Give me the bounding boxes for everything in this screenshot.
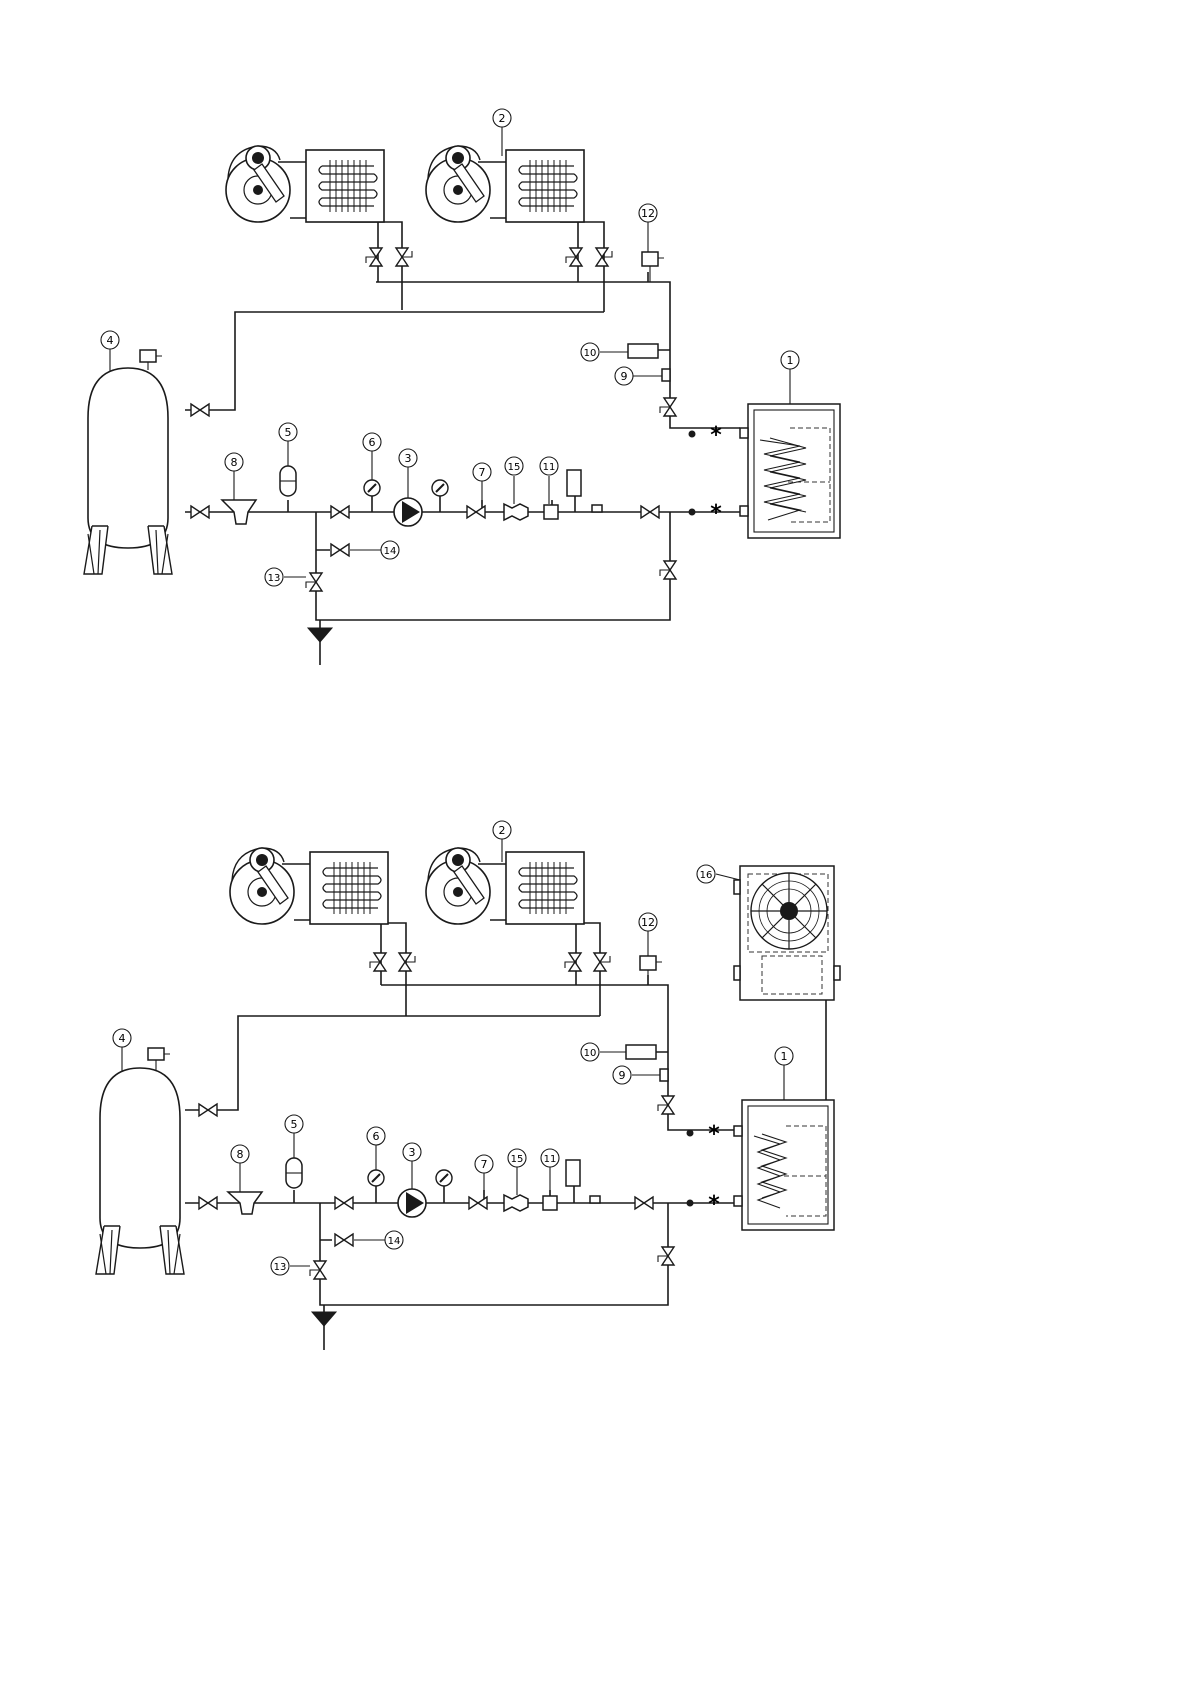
bypass-valve [660, 561, 676, 579]
fancoil-valve [396, 248, 412, 266]
label-fill-valve: 14 [388, 1236, 401, 1247]
fan-coil-unit-1 [230, 848, 388, 924]
fan-coil-unit-2 [426, 146, 584, 222]
return-valve [658, 1096, 674, 1114]
pump [398, 1189, 426, 1217]
tank-outlet-valve [191, 506, 209, 518]
thermostat-box [566, 1160, 580, 1186]
thermostat-sensor [543, 1196, 557, 1210]
tank-outlet-valve [199, 1197, 217, 1209]
label-fan-coil: 2 [499, 824, 506, 837]
label-thermostat: 11 [543, 462, 556, 473]
drain-valve [306, 573, 322, 591]
label-check-valve: 7 [479, 466, 486, 479]
flow-switch [626, 1045, 656, 1059]
bypass-valve [658, 1247, 674, 1265]
pump [394, 498, 422, 526]
fancoil-valve [399, 953, 415, 971]
label-flow-switch: 10 [584, 348, 597, 359]
label-anti-vibration: 15 [511, 1154, 524, 1165]
fancoil-valve [366, 248, 382, 266]
label-pressure-gauge: 6 [373, 1130, 380, 1143]
sensor [592, 505, 602, 512]
flex-connector-icon: * [708, 1122, 720, 1147]
label-chiller: 1 [781, 1050, 788, 1063]
flex-connector-icon: * [710, 501, 722, 526]
fancoil-valve [565, 953, 581, 971]
flex-connector-icon: * [708, 1192, 720, 1217]
label-pressure-switch: 12 [641, 916, 655, 929]
air-vent [662, 369, 670, 381]
flow-switch [628, 344, 658, 358]
chiller-unit [734, 1100, 834, 1230]
storage-tank [84, 368, 172, 574]
fill-valve [335, 1234, 353, 1246]
label-filter: 8 [237, 1148, 244, 1161]
label-thermostat: 11 [544, 1154, 557, 1165]
pressure-gauge-icon [364, 480, 380, 496]
fan-coil-unit-1 [226, 146, 384, 222]
diagram-top: * * 2 12 4 5 8 6 3 7 15 11 1 10 9 [84, 109, 840, 665]
pump-valve [331, 506, 349, 518]
label-pressure-switch: 12 [641, 207, 655, 220]
diagram-bottom: * * 2 12 [96, 821, 840, 1350]
pump-valve [335, 1197, 353, 1209]
flex-connector-icon: * [710, 423, 722, 448]
label-expansion-vessel: 5 [285, 426, 292, 439]
anti-vibration-joint [504, 1195, 528, 1211]
thermostat-box [567, 470, 581, 496]
thermostat-sensor [544, 505, 558, 519]
drain-funnel [312, 1312, 336, 1326]
label-pump: 3 [405, 452, 412, 465]
chiller-unit [740, 404, 840, 538]
check-valve [469, 1197, 487, 1209]
tank-valve [191, 404, 209, 416]
pressure-gauge-icon [368, 1170, 384, 1186]
pressure-switch [640, 956, 656, 970]
pressure-switch [642, 252, 658, 266]
pressure-gauge-icon [432, 480, 448, 496]
label-chiller: 1 [787, 354, 794, 367]
label-fill-valve: 14 [384, 546, 397, 557]
label-air-vent: 9 [619, 1069, 626, 1082]
chiller-valve [635, 1197, 653, 1209]
fancoil-valve [594, 953, 610, 971]
label-flow-switch: 10 [584, 1048, 597, 1059]
label-tank: 4 [119, 1032, 126, 1045]
tank-thermostat [148, 1048, 164, 1060]
label-filter: 8 [231, 456, 238, 469]
label-expansion-vessel: 5 [291, 1118, 298, 1131]
drain-funnel [308, 628, 332, 642]
sensor [590, 1196, 600, 1203]
label-drain-valve: 13 [268, 573, 281, 584]
fancoil-valve [596, 248, 612, 266]
label-fan-coil: 2 [499, 112, 506, 125]
fan-coil-unit-2 [426, 848, 584, 924]
label-drain-valve: 13 [274, 1262, 287, 1273]
label-pump: 3 [409, 1146, 416, 1159]
remote-condenser-unit [734, 866, 840, 1000]
fancoil-valve [370, 953, 386, 971]
tank-valve [199, 1104, 217, 1116]
fill-valve [331, 544, 349, 556]
label-anti-vibration: 15 [508, 462, 521, 473]
storage-tank [96, 1068, 184, 1274]
drain-valve [310, 1261, 326, 1279]
label-remote-condenser: 16 [700, 870, 713, 881]
label-air-vent: 9 [621, 370, 628, 383]
return-valve [660, 398, 676, 416]
label-check-valve: 7 [481, 1158, 488, 1171]
check-valve [467, 506, 485, 518]
fancoil-valve [566, 248, 582, 266]
air-vent [660, 1069, 668, 1081]
tank-thermostat [140, 350, 156, 362]
pipe-network-bottom [185, 897, 826, 1350]
chiller-valve [641, 506, 659, 518]
label-pressure-gauge: 6 [369, 436, 376, 449]
label-tank: 4 [107, 334, 114, 347]
anti-vibration-joint [504, 504, 528, 520]
pressure-gauge-icon [436, 1170, 452, 1186]
